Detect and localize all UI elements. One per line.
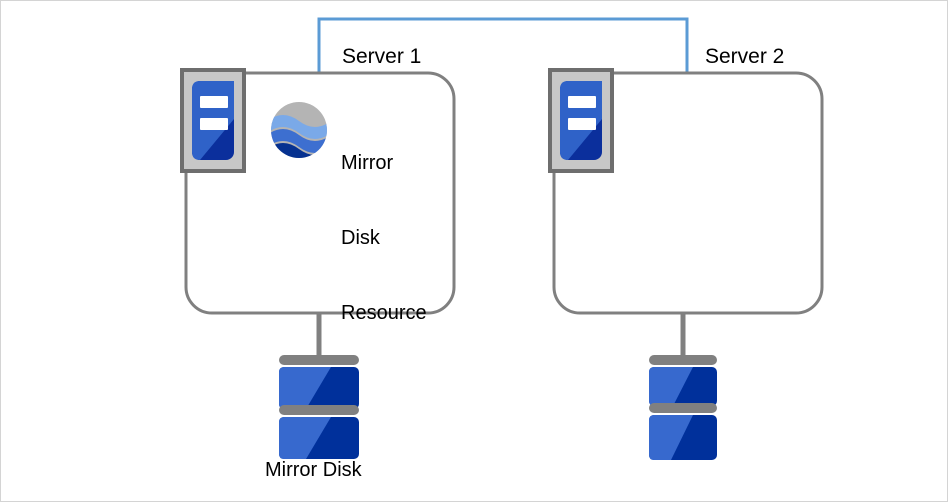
server-icon [548, 68, 614, 173]
server1-label: Server 1 [342, 45, 422, 68]
disk-stack-icon [649, 355, 717, 460]
server2-label: Server 2 [705, 45, 785, 68]
server-icon [180, 68, 246, 173]
disk-stack-icon [279, 355, 359, 459]
mirror-disk-label: Mirror Disk [265, 459, 362, 481]
resource-label-line-1: Mirror [341, 152, 394, 174]
server2-box[interactable] [552, 71, 824, 315]
mirror-disk-resource-label: Mirror Disk Resource [341, 101, 427, 376]
interconnect-line [317, 17, 689, 73]
resource-label-line-3: Resource [341, 302, 427, 324]
mirror-disk-resource-globe-icon [271, 102, 327, 158]
resource-label-line-2: Disk [341, 227, 380, 249]
